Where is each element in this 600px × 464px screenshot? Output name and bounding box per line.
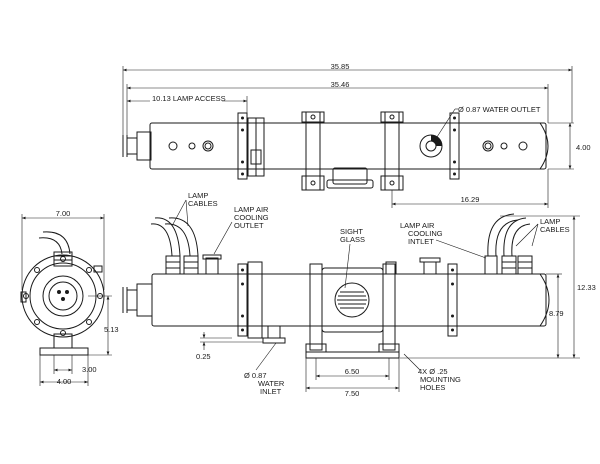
- side-water-inlet: [262, 337, 286, 344]
- side-view: [122, 213, 550, 359]
- side-right-cable-fitting-2: [517, 255, 533, 275]
- label-lamp-cables-left-1: LAMP: [188, 191, 208, 200]
- dim-body-height: 8.79: [549, 309, 564, 318]
- top-right-flange: [449, 112, 460, 180]
- label-water-inlet-1: Ø 0.87: [244, 371, 267, 380]
- side-view-leaders: [171, 199, 580, 392]
- side-right-fitting-small: [484, 255, 498, 275]
- dim-end-width: 7.00: [56, 209, 71, 218]
- top-view: [122, 111, 549, 191]
- dim-mount-spacing: 6.50: [345, 367, 360, 376]
- top-view-dimensions: [122, 66, 574, 208]
- top-left-flange: [237, 112, 248, 180]
- side-left-cable-fitting-1: [165, 255, 181, 275]
- dim-mount-outer: 7.50: [345, 389, 360, 398]
- label-water-inlet-3: INLET: [260, 387, 282, 396]
- label-water-inlet-2: WATER: [258, 379, 285, 388]
- label-mounting-holes-1: 4X Ø .25: [418, 367, 448, 376]
- side-left-flange: [237, 263, 248, 337]
- dim-overall-length: 35.85: [331, 62, 350, 71]
- side-right-cable-fitting-1: [501, 255, 517, 275]
- dim-base-inner: 3.00: [82, 365, 97, 374]
- end-cable-fitting: [53, 251, 73, 267]
- label-air-outlet-2: COOLING: [234, 213, 269, 222]
- side-mount-1: [309, 263, 323, 351]
- side-right-flange: [447, 263, 458, 337]
- dim-total-height: 12.33: [577, 283, 596, 292]
- label-lamp-cables-left-2: CABLES: [188, 199, 218, 208]
- label-air-inlet-2: COOLING: [408, 229, 443, 238]
- label-lamp-cables-right-2: CABLES: [540, 225, 570, 234]
- top-tube-endcap: [539, 122, 549, 170]
- label-air-outlet-3: OUTLET: [234, 221, 264, 230]
- end-view: [20, 231, 105, 356]
- label-mounting-holes-2: MOUNTING: [420, 375, 461, 384]
- label-sight-glass-1: SIGHT: [340, 227, 363, 236]
- dim-body-length: 35.46: [331, 80, 350, 89]
- side-mount-2: [382, 263, 396, 351]
- side-left-fitting: [136, 283, 153, 317]
- top-left-fitting: [136, 131, 152, 161]
- label-air-inlet-1: LAMP AIR: [400, 221, 435, 230]
- label-air-inlet-3: INTLET: [408, 237, 434, 246]
- end-view-dimensions: [21, 214, 112, 386]
- label-water-outlet: Ø 0.87 WATER OUTLET: [458, 105, 541, 114]
- dim-mount-spacing-top: 16.29: [461, 195, 480, 204]
- side-base-rail: [305, 351, 400, 359]
- dim-top-height: 4.00: [576, 143, 591, 152]
- top-tube: [149, 122, 547, 170]
- top-mount-bracket-2: [384, 111, 400, 191]
- dim-foot-offset: 0.25: [196, 352, 211, 361]
- dim-base-outer: 4.00: [57, 377, 72, 386]
- top-left-nozzle: [126, 137, 138, 155]
- label-sight-glass-2: GLASS: [340, 235, 365, 244]
- dim-lamp-access: 10.13 LAMP ACCESS: [152, 94, 226, 103]
- side-air-inlet: [423, 261, 437, 275]
- top-mount-bracket-1: [305, 111, 321, 191]
- label-air-outlet-1: LAMP AIR: [234, 205, 269, 214]
- side-left-cable-fitting-2: [183, 255, 199, 275]
- end-base-plate: [39, 347, 89, 356]
- dim-end-height: 5.13: [104, 325, 119, 334]
- label-mounting-holes-3: HOLES: [420, 383, 445, 392]
- label-lamp-cables-right-1: LAMP: [540, 217, 560, 226]
- side-air-outlet: [205, 257, 219, 275]
- side-sight-glass: [334, 282, 370, 318]
